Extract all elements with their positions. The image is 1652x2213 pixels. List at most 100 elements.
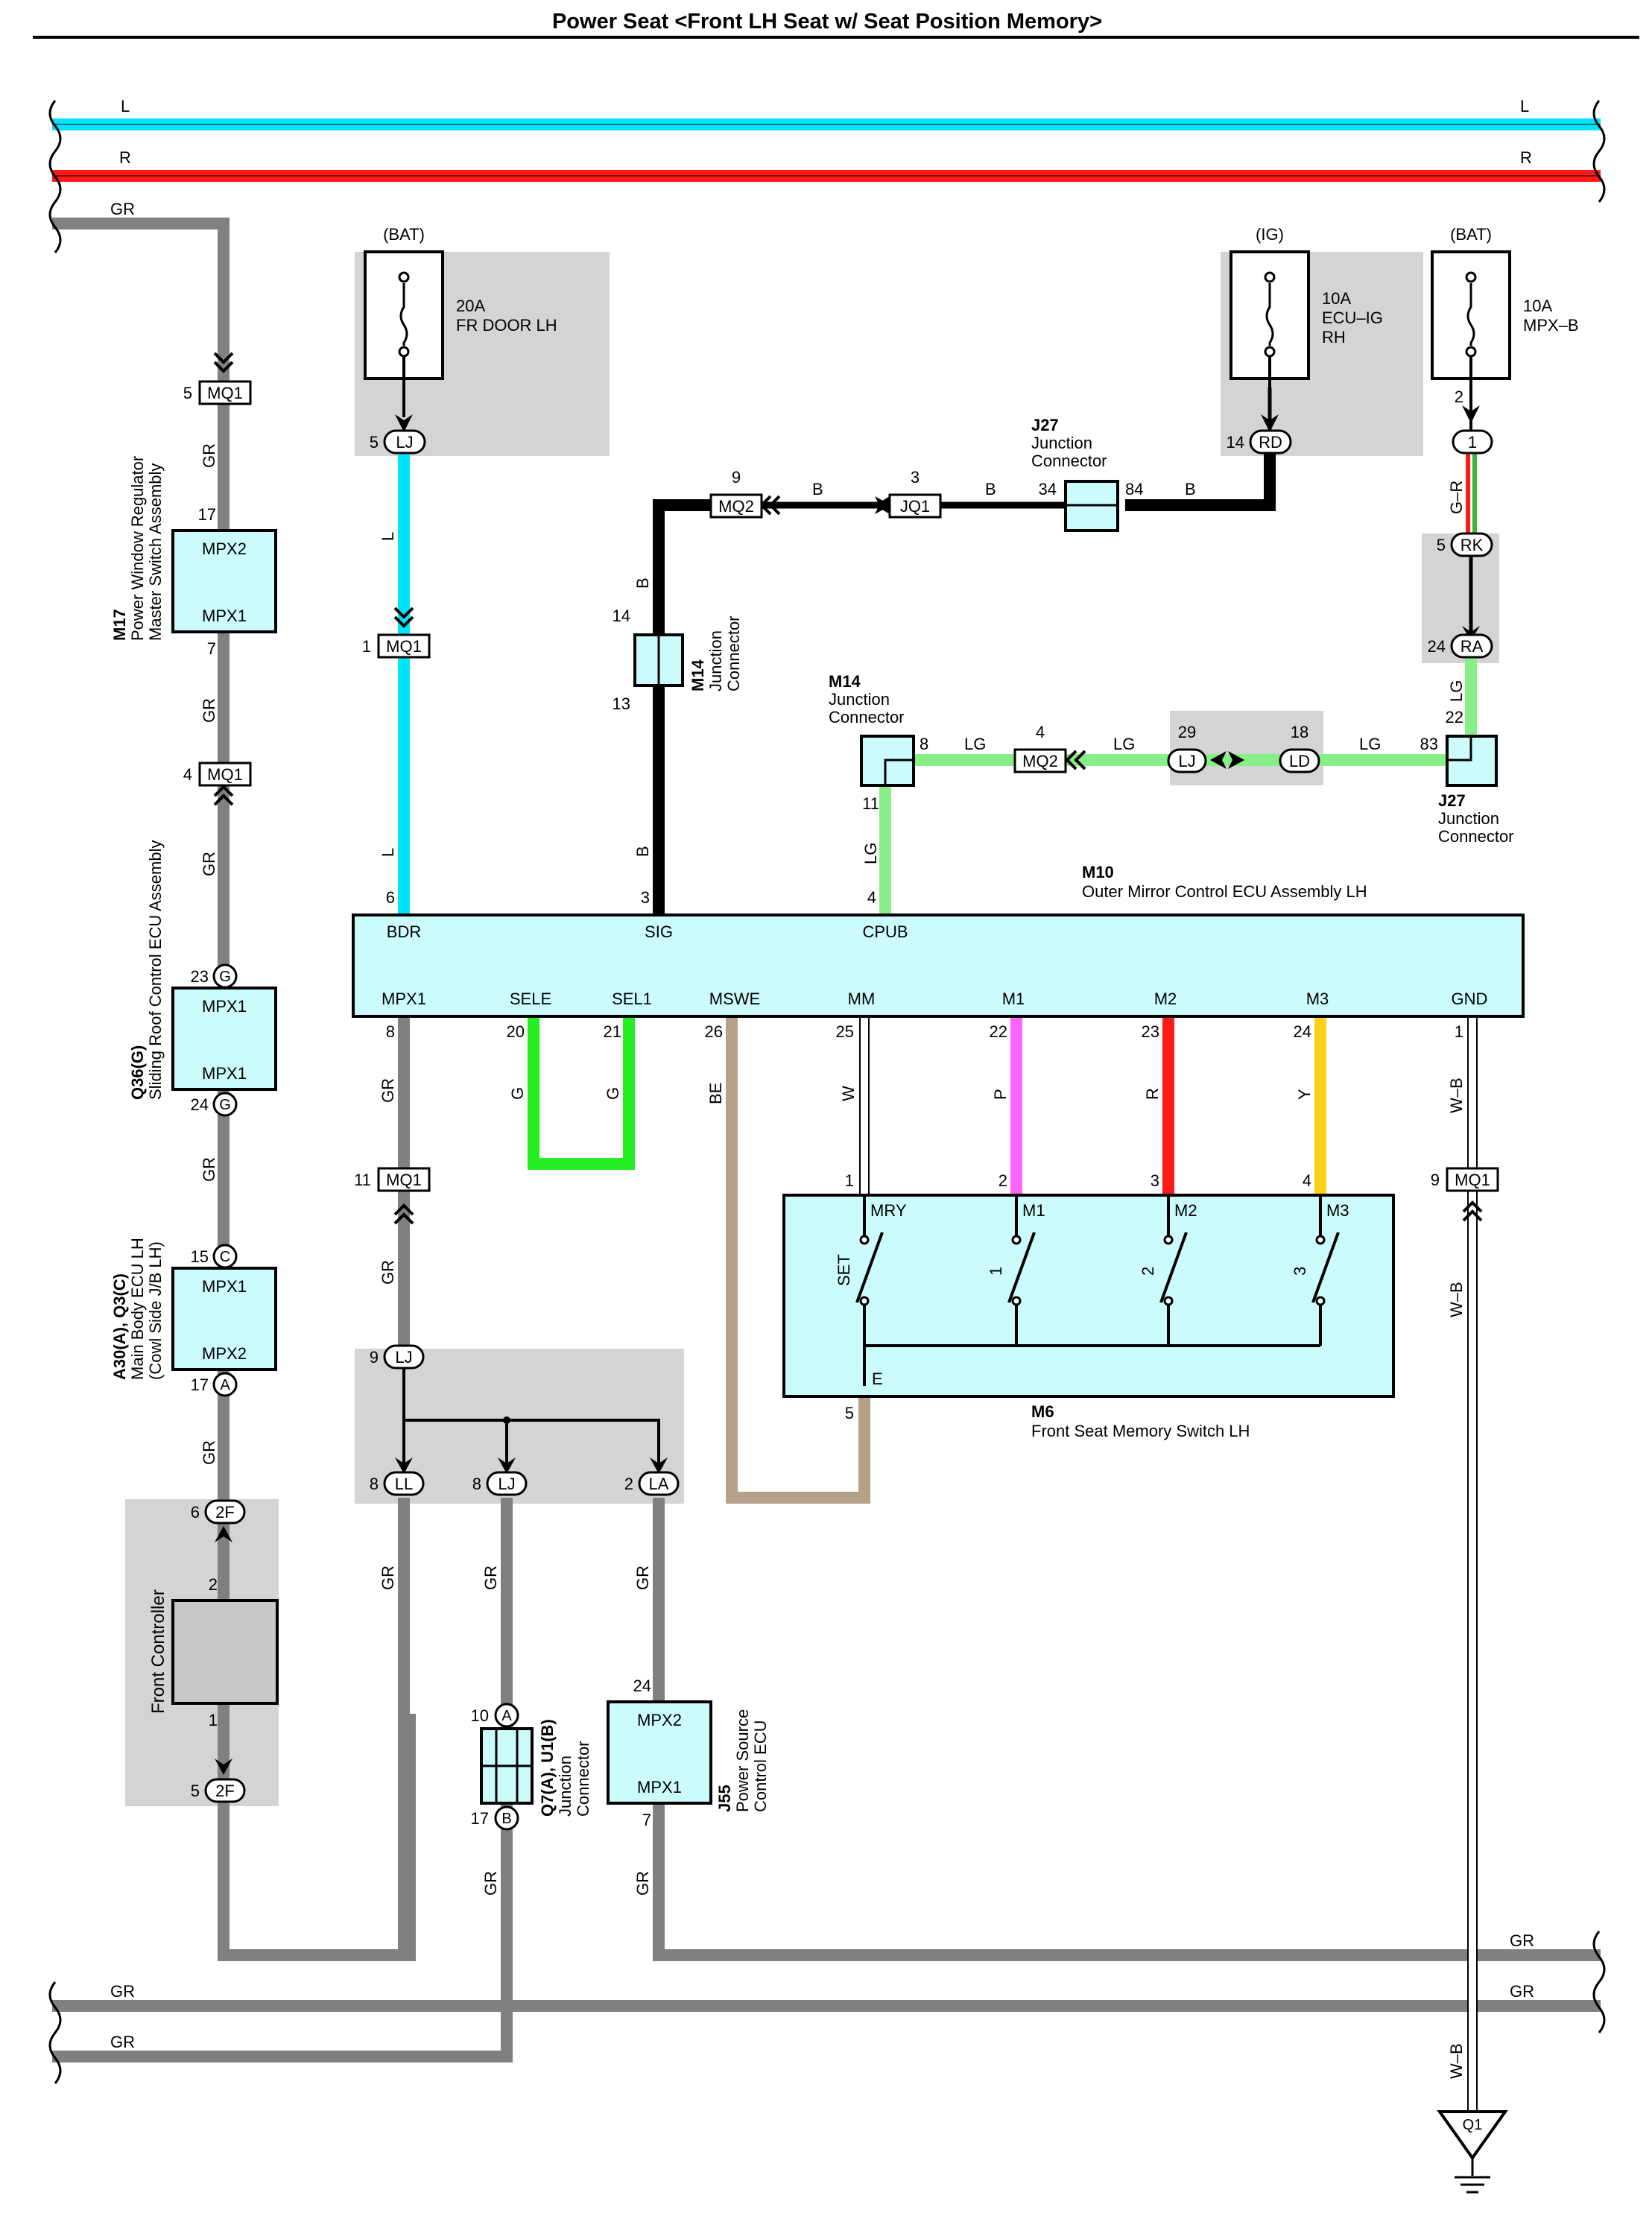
component-name-1: Junction: [829, 690, 890, 709]
connector-name: LJ: [395, 1348, 412, 1367]
connector-pin: 8: [370, 1475, 379, 1493]
pin-name-sele: SELE: [510, 990, 551, 1008]
pin-name-gnd: GND: [1452, 990, 1488, 1008]
bus-break-marks: [48, 100, 1606, 2084]
pin-number: 3: [641, 888, 650, 907]
pin-number: 1: [845, 1171, 854, 1190]
svg-text:B: B: [633, 577, 652, 589]
switch-name-mry: MRY: [870, 1201, 907, 1220]
pin-name-sel1: SEL1: [612, 990, 652, 1008]
svg-text:W–B: W–B: [1447, 2043, 1466, 2079]
pin-number: 26: [705, 1022, 723, 1041]
pin-name: MPX1: [202, 997, 247, 1016]
svg-text:GR: GR: [481, 1871, 500, 1896]
fuse-mpx-b: (BAT) 10A MPX–B: [1431, 225, 1579, 405]
pin-number: 15: [191, 1247, 209, 1266]
connector-name: LA: [649, 1475, 669, 1493]
component-id: M17: [110, 609, 129, 641]
svg-text:BE: BE: [706, 1083, 725, 1104]
connector-pin: 4: [183, 765, 192, 784]
page-title: Power Seat <Front LH Seat w/ Seat Positi…: [552, 10, 1102, 34]
svg-text:B: B: [812, 480, 823, 498]
connector-name: LJ: [396, 433, 413, 452]
connector-pin: 11: [354, 1171, 371, 1189]
component-id: Q7(A), U1(B): [538, 1719, 557, 1817]
component-name-2: Connector: [574, 1741, 592, 1817]
component-front-controller: 2 1 Front Controller: [148, 1575, 279, 1729]
svg-text:GR: GR: [633, 1871, 652, 1896]
switch-label-set: SET: [835, 1254, 853, 1286]
component-name-2: (Cowl Side J/B LH): [146, 1241, 165, 1380]
pin-number: 22: [990, 1022, 1007, 1041]
switch-name-m2: M2: [1174, 1201, 1197, 1220]
bus-label-R-left: R: [119, 148, 131, 167]
pin-number: 21: [604, 1022, 621, 1041]
pin-name-m3: M3: [1306, 990, 1329, 1008]
bus-label-GR-b1-right: GR: [1510, 1982, 1534, 2001]
pin-number: 84: [1125, 480, 1143, 498]
pin-name-cpub: CPUB: [862, 922, 908, 941]
connector-pin: 2: [1455, 387, 1463, 406]
svg-text:L: L: [379, 532, 397, 541]
svg-text:G: G: [508, 1087, 527, 1100]
connector-pin: 5: [191, 1782, 200, 1800]
connector-name: LL: [395, 1475, 413, 1493]
connector-name: 1: [1468, 433, 1477, 452]
connector-code: A: [501, 1708, 512, 1724]
fuse-name: MPX–B: [1523, 316, 1579, 335]
svg-text:GR: GR: [379, 1078, 397, 1103]
pin-name: MPX1: [202, 1277, 247, 1296]
component-name-2: Connector: [1031, 452, 1107, 470]
connector-pin: 5: [1437, 536, 1446, 554]
fuse-name: FR DOOR LH: [456, 316, 557, 335]
svg-text:B: B: [985, 480, 996, 498]
switch-name-m3: M3: [1326, 1201, 1349, 1220]
component-id: Q36(G): [128, 1045, 147, 1100]
pin-number: 34: [1039, 480, 1057, 498]
svg-text:GR: GR: [379, 1260, 397, 1285]
connector-pin: 18: [1291, 723, 1308, 741]
svg-text:P: P: [991, 1089, 1010, 1100]
pin-name: MPX2: [202, 1344, 247, 1363]
connector-name: MQ1: [386, 637, 422, 656]
pin-number: 11: [862, 794, 879, 813]
connector-name: LD: [1289, 752, 1310, 770]
connector-name: LJ: [1178, 752, 1195, 770]
component-id: J27: [1438, 791, 1466, 810]
fuse-fr-door-lh: (BAT) 20A FR DOOR LH: [364, 225, 557, 417]
connector-name: RA: [1460, 637, 1484, 656]
component-id: J55: [715, 1785, 734, 1812]
component-name-1: Junction: [1438, 809, 1499, 828]
component-name-2: Control ECU: [751, 1720, 770, 1812]
component-id: J27: [1031, 416, 1059, 434]
svg-text:GR: GR: [200, 852, 218, 876]
switch-name-m1: M1: [1022, 1201, 1045, 1220]
svg-text:GR: GR: [200, 1157, 218, 1182]
switch-label-1: 1: [987, 1267, 1005, 1276]
pin-name: MPX2: [202, 539, 247, 558]
component-name-1: Main Body ECU LH: [128, 1238, 147, 1380]
pin-number: 2: [999, 1171, 1007, 1190]
component-m14-vertical: 14 13 M14 Junction Connector: [613, 607, 743, 713]
component-id: M6: [1031, 1402, 1054, 1421]
component-name-2: Connector: [724, 615, 743, 691]
pin-name: MPX1: [202, 607, 247, 625]
component-m17: MPX2 MPX1 17 7 M17 Power Window Regulato…: [110, 456, 277, 658]
svg-text:Y: Y: [1295, 1089, 1314, 1100]
svg-text:LG: LG: [964, 735, 986, 753]
fuse-name-1: ECU–IG: [1322, 308, 1383, 327]
connector-name: 2F: [215, 1782, 235, 1800]
bus-label-GR-b2-left: GR: [110, 2033, 135, 2051]
component-m10: M10 Outer Mirror Control ECU Assembly LH…: [352, 863, 1525, 1041]
component-name: Outer Mirror Control ECU Assembly LH: [1082, 882, 1367, 901]
connector-code: G: [219, 1097, 231, 1113]
connector-name: MQ2: [718, 497, 754, 516]
svg-text:W: W: [839, 1086, 858, 1101]
component-name-2: Connector: [829, 708, 905, 726]
connector-code: C: [220, 1249, 230, 1265]
fuse-source: (BAT): [1450, 225, 1492, 244]
pin-number: 4: [867, 888, 876, 907]
connector-pin: 5: [370, 433, 379, 452]
svg-text:GR: GR: [379, 1565, 397, 1590]
pin-number: 17: [191, 1375, 209, 1394]
